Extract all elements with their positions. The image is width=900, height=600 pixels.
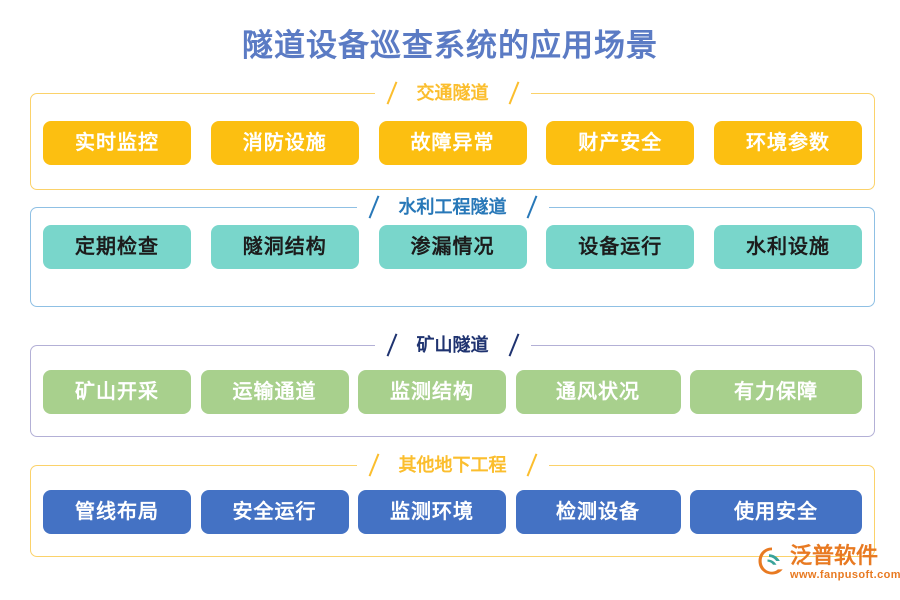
chip-item[interactable]: 定期检查 [43,225,191,269]
brand-logo: 泛普软件 www.fanpusoft.com [757,545,900,593]
chip-row-mine-tunnel: 矿山开采 运输通道 监测结构 通风状况 有力保障 [31,346,874,438]
chip-item[interactable]: 矿山开采 [43,370,191,414]
chip-item[interactable]: 设备运行 [546,225,695,269]
section-traffic-tunnel: 交通隧道 实时监控 消防设施 故障异常 财产安全 环境参数 [30,80,875,191]
chip-item[interactable]: 水利设施 [714,225,862,269]
chip-item[interactable]: 消防设施 [210,120,359,165]
section-mine-tunnel: 矿山隧道 矿山开采 运输通道 监测结构 通风状况 有力保障 [30,332,875,438]
chip-item[interactable]: 实时监控 [43,120,191,165]
chip-item[interactable]: 财产安全 [546,120,695,165]
chip-item[interactable]: 运输通道 [200,370,349,414]
chip-item[interactable]: 安全运行 [200,490,349,534]
chip-item[interactable]: 检测设备 [515,490,681,534]
logo-url: www.fanpusoft.com [790,569,900,581]
chip-item[interactable]: 故障异常 [378,120,527,165]
section-other-underground-works: 其他地下工程 管线布局 安全运行 监测环境 检测设备 使用安全 [30,452,875,558]
section-water-conservancy-tunnel: 水利工程隧道 定期检查 隧洞结构 渗漏情况 设备运行 水利设施 [30,194,875,307]
chip-item[interactable]: 监测结构 [358,370,506,414]
chip-item[interactable]: 监测环境 [358,490,506,534]
chip-item[interactable]: 有力保障 [690,370,862,414]
chip-item[interactable]: 隧洞结构 [210,225,359,269]
chip-row-traffic-tunnel: 实时监控 消防设施 故障异常 财产安全 环境参数 [31,94,874,191]
logo-text: 泛普软件 www.fanpusoft.com [790,545,900,581]
chip-row-other-underground-works: 管线布局 安全运行 监测环境 检测设备 使用安全 [31,466,874,558]
chip-item[interactable]: 环境参数 [714,120,862,165]
page-title: 隧道设备巡查系统的应用场景 [242,28,658,63]
logo-name: 泛普软件 [790,543,879,568]
chip-item[interactable]: 通风状况 [515,370,681,414]
fanpu-swirl-icon [758,547,783,575]
chip-item[interactable]: 使用安全 [690,490,862,534]
chip-item[interactable]: 渗漏情况 [378,225,527,269]
chip-item[interactable]: 管线布局 [43,490,191,534]
chip-row-water-conservancy-tunnel: 定期检查 隧洞结构 渗漏情况 设备运行 水利设施 [31,208,874,286]
